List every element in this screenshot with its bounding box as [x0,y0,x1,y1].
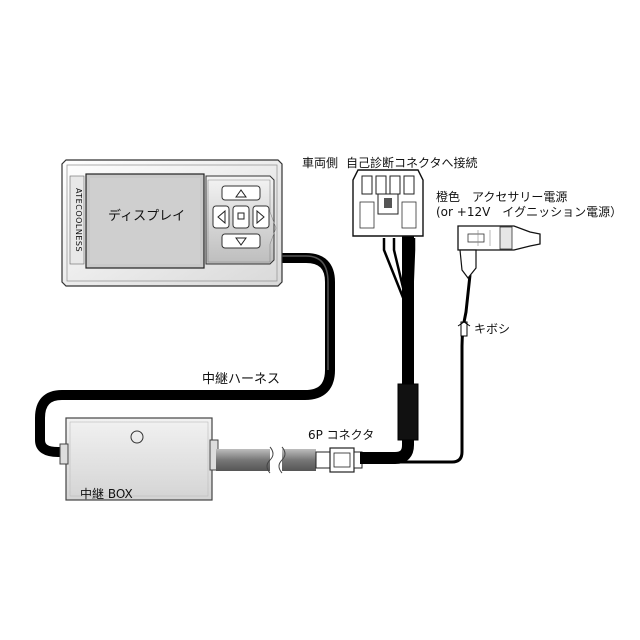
arrow-down-icon [235,237,247,246]
relay-box-label: 中継 BOX [80,487,133,501]
connector-6p-label: 6P コネクタ [308,428,375,442]
orange-power-label: 橙色 アクセサリー電源 [436,190,568,204]
dpad-left-button[interactable] [212,205,230,229]
arrow-left-icon [217,209,226,225]
arrow-right-icon [256,209,265,225]
cigarette-plug [457,225,541,279]
harness-cable-highlight [276,255,329,370]
kiboshi-label: キボシ [474,322,511,336]
vehicle-side-label: 車両側 [302,156,339,170]
relay-box-indicator [130,430,144,444]
diag-connector-label: 自己診断コネクタへ接続 [346,156,478,170]
arrow-up-icon [235,189,247,198]
diag-wires [382,238,416,301]
dpad [212,185,270,249]
diag-cable [360,236,414,464]
brand-strip [69,175,85,265]
harness-label: 中継ハーネス [202,372,281,387]
display-label: ディスプレイ [108,209,186,224]
square-icon [237,212,245,220]
cable-sleeve [397,383,419,441]
dpad-up-button[interactable] [221,185,261,201]
ignition-power-label: (or +12V イグニッション電源） [436,205,623,219]
relay-box [59,417,219,501]
connector-6p [315,447,363,473]
dpad-center-button[interactable] [232,205,250,229]
harness-cable [35,253,335,457]
kiboshi-connector [457,321,471,337]
dpad-right-button[interactable] [252,205,270,229]
extension-cable [216,446,316,474]
brand-label: ATECOOLNESS [74,187,83,253]
power-cable [360,274,472,464]
diag-connector [352,169,424,237]
dpad-down-button[interactable] [221,233,261,249]
